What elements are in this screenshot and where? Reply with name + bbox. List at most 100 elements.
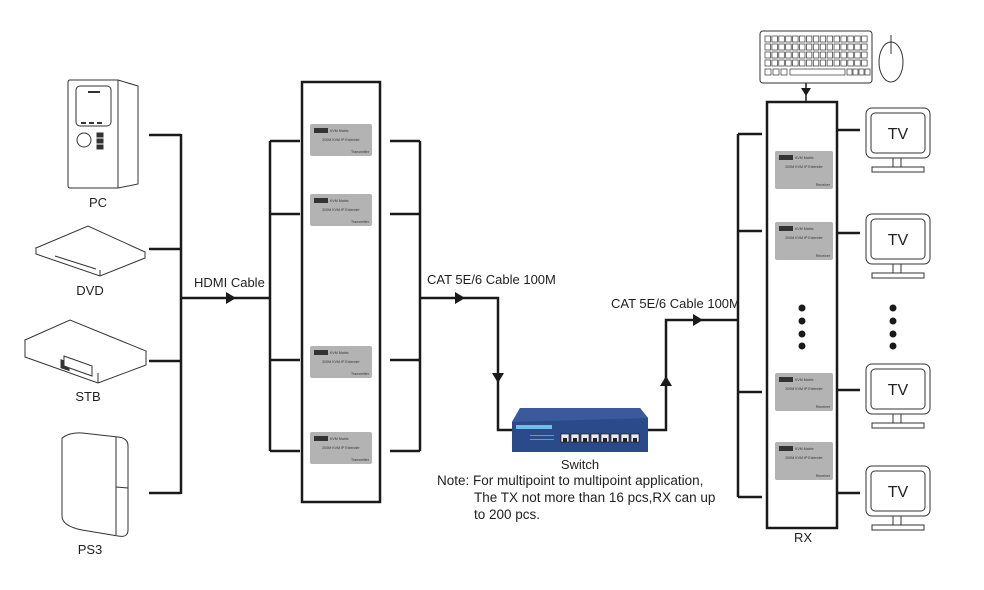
key xyxy=(826,59,833,67)
set-top-box-icon xyxy=(23,319,148,384)
key xyxy=(854,51,861,59)
key xyxy=(819,51,827,59)
key xyxy=(799,51,806,59)
note-line-1: Note: For multipoint to multipoint appli… xyxy=(437,473,704,488)
key xyxy=(785,35,792,43)
cat-cable-tx-line xyxy=(420,292,512,432)
module-line1: KVM Matrix xyxy=(330,351,349,355)
module-line1: KVM Matrix xyxy=(795,447,814,451)
tv-icon-1: TV xyxy=(865,107,931,173)
module-role: Receiver xyxy=(816,183,831,187)
module-body xyxy=(775,373,833,411)
tv-label: TV xyxy=(888,232,909,249)
rx-module-1: HDMI KVM Matrix 200M KVM IP ExtenderReceiv… xyxy=(775,151,833,189)
module-role: Transmitter xyxy=(351,372,370,376)
key xyxy=(771,43,778,51)
rx-input-bus xyxy=(736,132,762,499)
key xyxy=(847,43,854,51)
usb-kvm-line xyxy=(801,83,811,102)
module-line1: KVM Matrix xyxy=(795,378,814,382)
module-line1: KVM Matrix xyxy=(795,227,814,231)
note-line-3: to 200 pcs. xyxy=(474,507,541,522)
note-text: Note: For multipoint to multipoint appli… xyxy=(437,472,715,523)
module-role: Receiver xyxy=(816,405,831,409)
module-role: Transmitter xyxy=(351,220,370,224)
tv-label: TV xyxy=(888,382,909,399)
key xyxy=(840,35,847,43)
key xyxy=(799,59,806,67)
key xyxy=(792,51,799,59)
key xyxy=(833,51,840,59)
key xyxy=(785,59,792,67)
spacebar xyxy=(789,68,846,76)
key xyxy=(792,43,799,51)
key xyxy=(764,43,771,51)
key xyxy=(826,35,833,43)
hdmi-logo-icon xyxy=(779,155,793,160)
key xyxy=(819,43,827,51)
module-brand: HDMI xyxy=(316,199,325,203)
hdmi-logo-icon xyxy=(779,446,793,451)
key xyxy=(861,35,868,43)
key xyxy=(778,51,785,59)
key xyxy=(785,51,792,59)
cat-cable-rx-label: CAT 5E/6 Cable 100M xyxy=(611,296,740,311)
module-role: Receiver xyxy=(816,254,831,258)
key xyxy=(778,35,785,43)
module-line1: KVM Matrix xyxy=(330,437,349,441)
switch-label: Switch xyxy=(560,457,600,472)
key xyxy=(799,35,806,43)
key xyxy=(806,35,813,43)
key xyxy=(785,43,792,51)
module-line2: 200M KVM IP Extender xyxy=(322,138,360,142)
key xyxy=(847,59,854,67)
key xyxy=(854,59,861,67)
key xyxy=(792,35,799,43)
module-brand: HDMI xyxy=(781,447,790,451)
module-line1: KVM Matrix xyxy=(330,199,349,203)
source-label-dvd: DVD xyxy=(76,283,104,298)
key xyxy=(840,59,847,67)
tx-input-bus xyxy=(268,139,300,453)
key xyxy=(826,51,833,59)
key xyxy=(812,43,820,51)
module-brand: HDMI xyxy=(781,156,790,160)
key xyxy=(840,43,847,51)
key xyxy=(812,35,820,43)
key xyxy=(764,59,771,67)
module-brand: HDMI xyxy=(316,437,325,441)
rx-label: RX xyxy=(793,530,813,545)
module-role: Receiver xyxy=(816,474,831,478)
key xyxy=(819,35,827,43)
module-role: Transmitter xyxy=(351,150,370,154)
key xyxy=(833,35,840,43)
module-brand: HDMI xyxy=(781,378,790,382)
tv-icon-2: TV xyxy=(865,213,931,279)
hdmi-cable-line xyxy=(181,292,270,304)
ps3-console-icon xyxy=(61,432,129,537)
module-line1: KVM Matrix xyxy=(795,156,814,160)
tv-ellipsis-dots xyxy=(889,304,897,350)
module-body xyxy=(775,151,833,189)
key xyxy=(806,51,813,59)
network-switch-icon xyxy=(512,408,648,452)
module-line1: KVM Matrix xyxy=(330,129,349,133)
key xyxy=(826,43,833,51)
key xyxy=(812,51,820,59)
hdmi-logo-icon xyxy=(314,198,328,203)
key xyxy=(799,43,806,51)
cat-cable-rx-line xyxy=(648,314,738,432)
key xyxy=(778,43,785,51)
pc-tower-icon xyxy=(67,79,139,189)
source-label-ps3: PS3 xyxy=(77,542,103,557)
module-line2: 200M KVM IP Extender xyxy=(785,165,823,169)
tx-output-bus xyxy=(390,139,422,453)
key xyxy=(792,59,799,67)
source-label-pc: PC xyxy=(88,195,108,210)
